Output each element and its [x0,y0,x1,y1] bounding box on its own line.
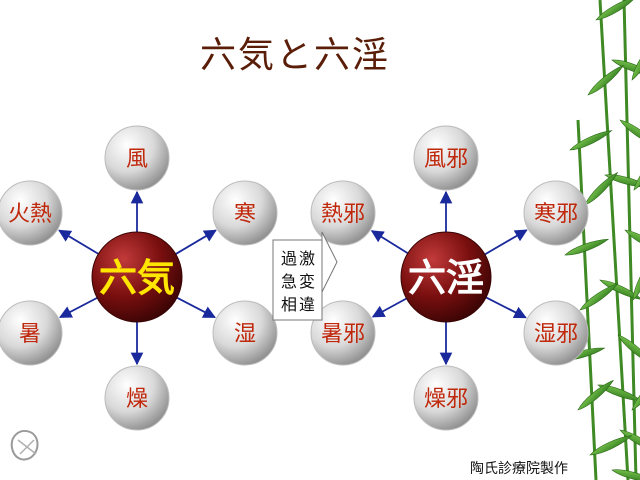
right-center-node [400,231,492,323]
bamboo-leaf [595,0,637,21]
right-node-label: 熱邪 [321,202,365,227]
left-arrow [175,229,217,255]
transition-text: 過 激 急 変 相 違 [281,249,315,314]
right-node-label: 風邪 [424,147,468,172]
left-node-label: 寒 [234,202,256,227]
transition-char: 過 [281,249,297,268]
left-node [0,180,63,246]
left-node [212,300,278,366]
bamboo-leaf [597,384,640,402]
left-node-label: 湿 [234,322,256,347]
right-node-label: 湿邪 [534,322,578,347]
clinic-logo [10,430,39,461]
transition-arrow [272,231,338,321]
left-node-label: 風 [126,147,148,172]
right-node [523,180,589,246]
bamboo-leaf [587,64,624,96]
left-arrow [58,229,99,255]
bamboo-leaf [632,257,640,301]
transition-char: 変 [299,272,315,291]
bamboo-stem [576,119,598,480]
slide-title: 六気と六淫 [199,35,390,76]
right-arrow [370,230,409,255]
left-node-label: 暑 [19,322,41,347]
right-node [310,180,376,246]
transition-char: 急 [281,272,297,291]
bamboo-leaf [631,374,640,411]
right-node [413,125,479,191]
right-node [413,365,479,431]
transition-char: 違 [299,295,315,314]
left-node-label: 燥 [126,387,148,412]
right-node-label: 寒邪 [534,202,578,227]
left-node-label: 火熱 [8,202,52,227]
bamboo-decoration [559,0,640,480]
bamboo-leaf [584,171,619,206]
bamboo-leaf [633,151,640,191]
transition-char: 激 [299,249,315,268]
right-arrow [371,297,407,318]
right-arrow [484,229,528,256]
left-node [104,125,170,191]
bamboo-leaf [624,229,640,254]
left-center-label: 六気 [99,256,175,300]
bamboo-leaf [611,59,640,77]
bamboo-leaf [589,435,633,456]
bamboo-leaf [631,39,640,81]
left-arrow [176,296,216,319]
bamboo-leaf [564,238,610,256]
right-node [310,300,376,366]
credit-text: 陶氏診療院製作 [470,461,568,477]
right-arrow [485,296,527,319]
right-center-label: 六淫 [408,256,484,300]
left-center-node [91,231,183,323]
transition-char: 相 [281,295,297,314]
bamboo-leaf [617,334,640,366]
bamboo-leaf [619,119,640,147]
left-node [0,300,63,366]
left-node [212,180,278,246]
bamboo-leaf [579,283,619,311]
bamboo-leaf [569,130,613,151]
left-arrow [59,297,98,319]
right-node-label: 燥邪 [424,387,468,412]
left-node [104,365,170,431]
right-node [523,300,589,366]
right-node-label: 暑邪 [321,322,365,347]
bamboo-leaf [611,469,640,480]
bamboo-leaf [577,379,614,411]
